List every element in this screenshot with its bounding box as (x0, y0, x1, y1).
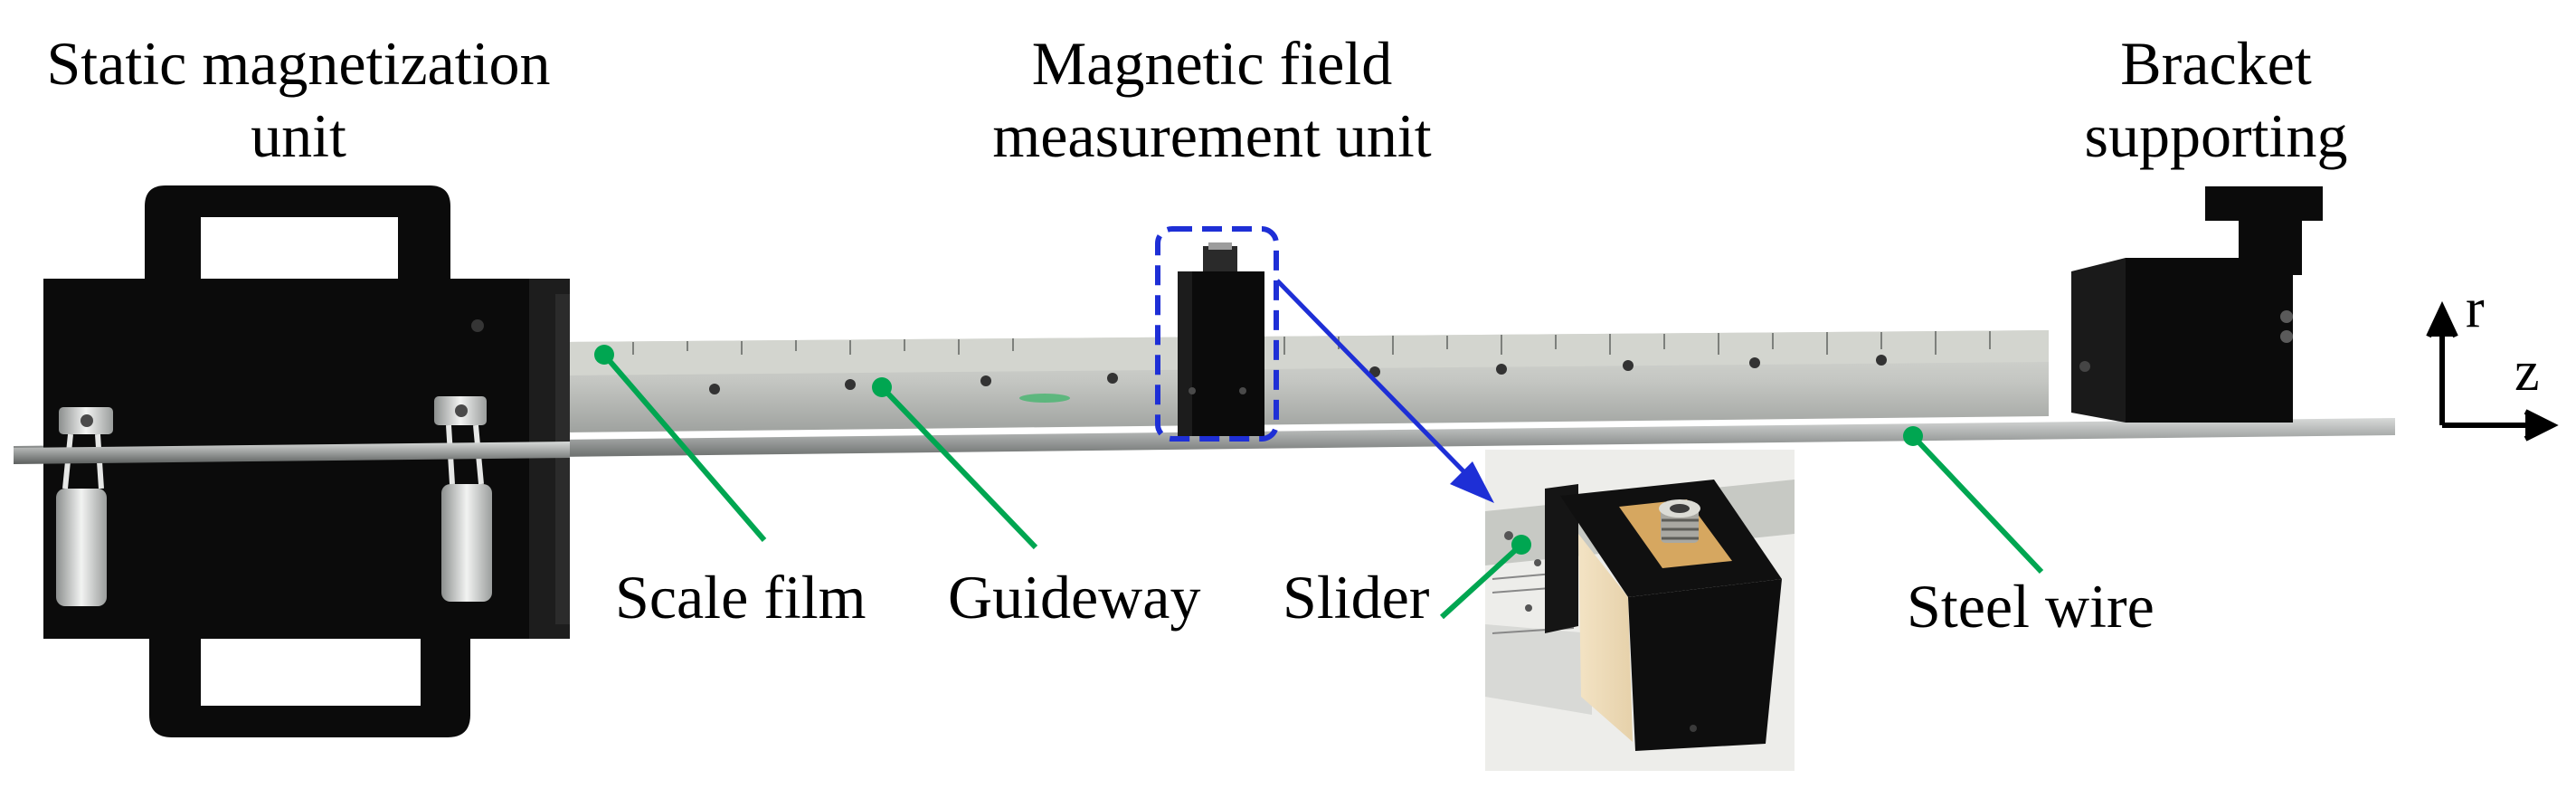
bracket-supporting (2071, 186, 2323, 423)
steel-wire-leader (1910, 433, 2044, 575)
guideway-leader (879, 385, 1038, 550)
static-magnetization-unit (14, 185, 570, 737)
scale-film-pointer (594, 345, 614, 365)
slider-inset-photo (1485, 450, 1795, 771)
guideway-pointer (872, 377, 892, 397)
label-static-magnetization-unit: Static magnetization unit (46, 29, 551, 171)
leader-lines (601, 353, 2044, 620)
axis-label-r: r (2466, 278, 2485, 339)
guideway-holes (709, 355, 1887, 394)
label-bracket-supporting: Bracket supporting (2084, 29, 2348, 171)
inset-arrow (1275, 279, 1494, 503)
axis-arrow-icon (2426, 300, 2559, 442)
label-steel-wire: Steel wire (1907, 572, 2155, 641)
axis-label-z: z (2514, 341, 2540, 403)
latch-icon (56, 407, 113, 606)
bnc-connector-icon (1659, 499, 1700, 543)
steel-wire-pointer (1903, 426, 1923, 446)
guideway-rail (565, 330, 2049, 432)
label-guideway: Guideway (948, 563, 1201, 632)
label-scale-film: Scale film (615, 563, 867, 632)
measurement-unit-highlight-box (1155, 226, 1279, 442)
slider-leader (1439, 542, 1524, 620)
scale-film-ticks (632, 331, 1991, 355)
latch-icon (434, 396, 492, 602)
slider-pointer (1511, 535, 1531, 555)
measurement-unit-block (1178, 242, 1264, 436)
label-measurement-unit: Magnetic field measurement unit (992, 29, 1432, 171)
scale-film-leader (601, 353, 767, 542)
label-slider: Slider (1283, 563, 1430, 632)
